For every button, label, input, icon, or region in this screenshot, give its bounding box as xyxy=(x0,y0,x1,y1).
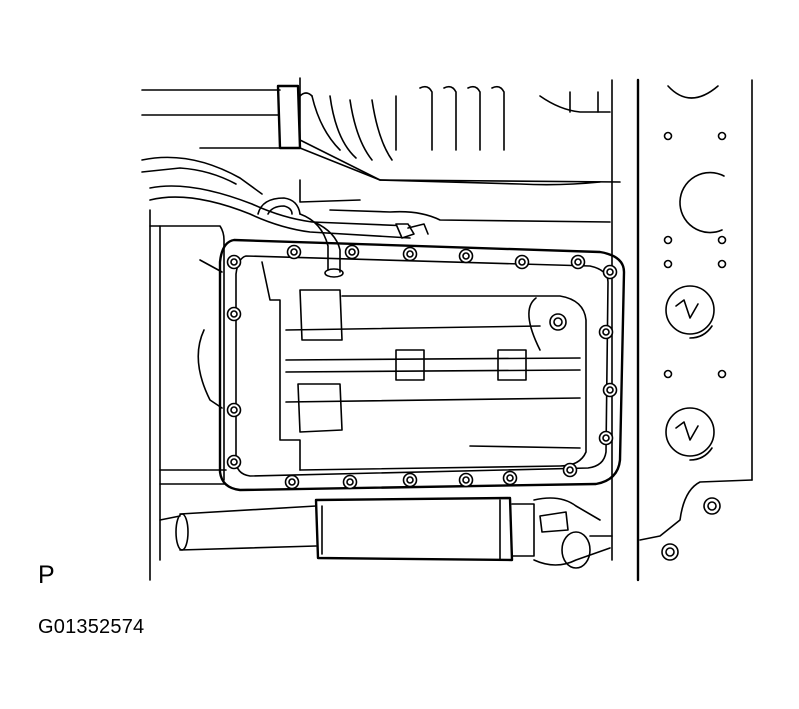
right-panel xyxy=(636,78,753,582)
bolt-head-icon xyxy=(402,472,418,488)
oil-pan xyxy=(218,238,626,492)
bolt-head-icon xyxy=(342,474,358,490)
pan-bolts xyxy=(226,244,618,490)
bolt-head-icon xyxy=(562,462,578,478)
upper-housing xyxy=(141,77,621,561)
bolt-head-icon xyxy=(602,382,618,398)
bolt-head-icon xyxy=(598,430,614,446)
bolt-head-icon xyxy=(284,474,300,490)
bolt-head-icon xyxy=(226,402,242,418)
bolt-head-icon xyxy=(286,244,302,260)
bottom-pipe xyxy=(159,496,613,569)
left-frame xyxy=(149,209,227,581)
breather-tube xyxy=(149,185,611,278)
bolt-head-icon xyxy=(458,248,474,264)
bolt-head-icon xyxy=(402,246,418,262)
view-label: P xyxy=(38,561,55,589)
bolt-head-icon xyxy=(226,306,242,322)
bolt-head-icon xyxy=(458,472,474,488)
bolt-head-icon xyxy=(502,470,518,486)
bolt-head-icon xyxy=(514,254,530,270)
bolt-head-icon xyxy=(570,254,586,270)
figure-id: G01352574 xyxy=(38,616,145,638)
bolt-head-icon xyxy=(226,254,242,270)
bolt-head-icon xyxy=(226,454,242,470)
bolt-head-icon xyxy=(344,244,360,260)
bolt-head-icon xyxy=(602,264,618,280)
bolt-head-icon xyxy=(598,324,614,340)
